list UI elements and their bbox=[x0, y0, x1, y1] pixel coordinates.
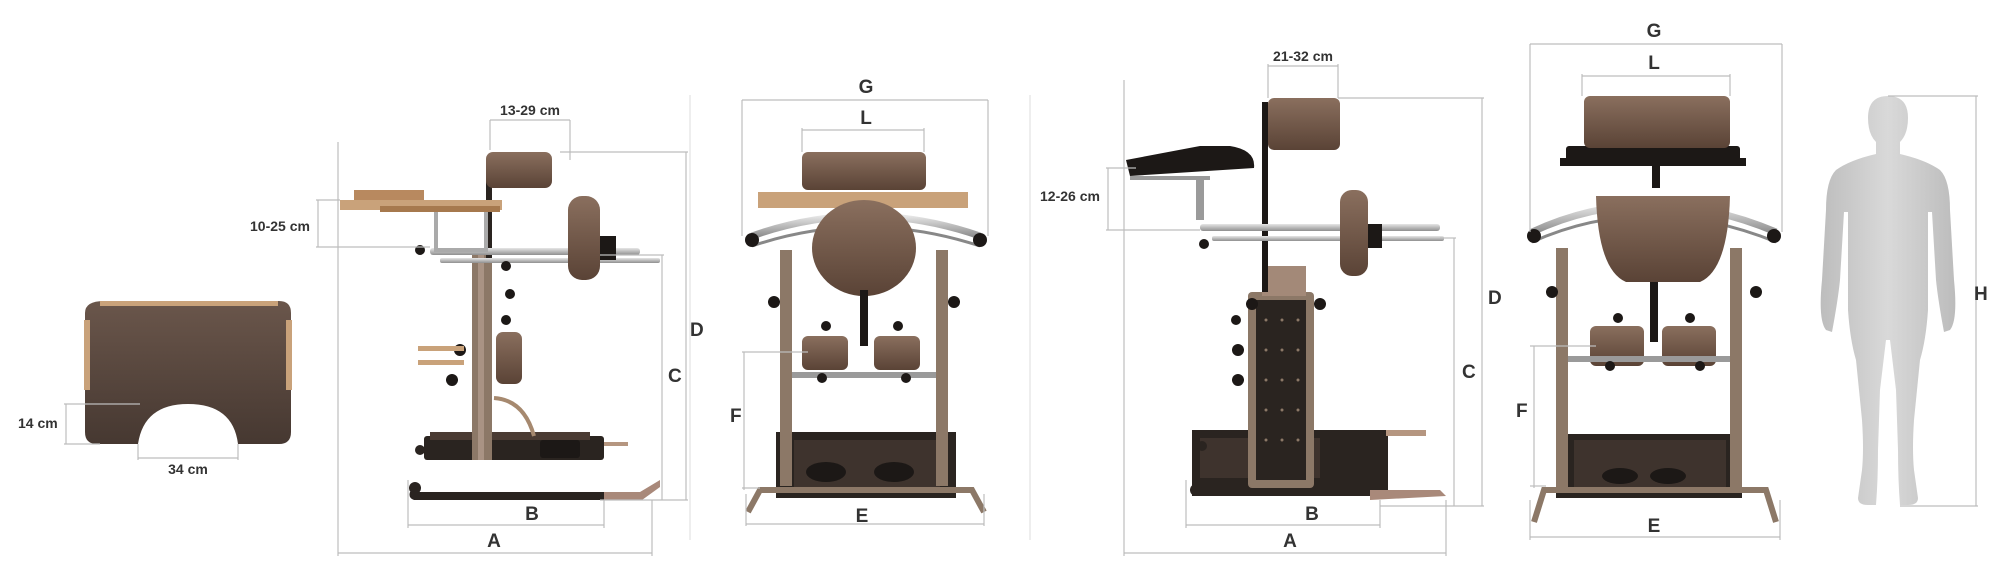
front-small-dimension-lines bbox=[741, 99, 989, 526]
dim-c-label-large: C bbox=[1462, 362, 1476, 383]
tray-rim-top bbox=[100, 301, 278, 306]
tray-detail bbox=[64, 301, 292, 460]
side-large-dimension-lines bbox=[1106, 64, 1484, 556]
dim-b-label-small: B bbox=[525, 504, 539, 525]
tray-bracket bbox=[434, 208, 488, 252]
chrome-bar bbox=[440, 258, 660, 263]
side-view-small bbox=[316, 119, 688, 556]
adjust-knobs bbox=[1199, 239, 1326, 386]
adjust-knobs bbox=[415, 245, 515, 386]
back-pad bbox=[1340, 190, 1368, 276]
dim-a-label-large: A bbox=[1283, 531, 1297, 552]
base-top bbox=[430, 432, 590, 440]
dim-c-label-small: C bbox=[668, 366, 682, 387]
tray-dimension-lines bbox=[64, 403, 239, 460]
front-tray bbox=[758, 192, 968, 208]
side-small-dimension-lines bbox=[316, 119, 688, 556]
gas-spring bbox=[493, 396, 536, 437]
dim-d-label-large: D bbox=[1488, 288, 1502, 309]
tray-depth-cutout-label: 14 cm bbox=[18, 415, 58, 431]
headrest-pad bbox=[486, 152, 552, 188]
tray-top-view bbox=[85, 301, 291, 444]
knee-pad-left bbox=[802, 336, 848, 370]
headrest-range-label-large: 21-32 cm bbox=[1273, 48, 1333, 64]
rear-bar bbox=[604, 442, 628, 446]
dim-a-label-small: A bbox=[487, 531, 501, 552]
tray-height-range-label-large: 12-26 cm bbox=[1040, 188, 1100, 204]
wheel bbox=[409, 482, 421, 494]
chrome-bar bbox=[1200, 224, 1440, 231]
adjust-knobs bbox=[1527, 229, 1781, 371]
dim-b-label-large: B bbox=[1305, 504, 1319, 525]
front-view-small bbox=[741, 99, 989, 526]
knee-pad-right bbox=[874, 336, 920, 370]
back-pad bbox=[812, 200, 916, 296]
clamp bbox=[600, 236, 616, 260]
right-column bbox=[1730, 248, 1742, 488]
wheel bbox=[415, 445, 425, 455]
base-legs bbox=[1531, 487, 1779, 523]
dim-l-label-large: L bbox=[1648, 53, 1660, 74]
dim-l-label-small: L bbox=[860, 108, 872, 129]
foot-bars bbox=[418, 346, 464, 365]
dim-g-label-small: G bbox=[858, 77, 874, 98]
dim-e-label-large: E bbox=[1647, 516, 1661, 537]
column-holes bbox=[1264, 318, 1300, 442]
rear-leg bbox=[604, 480, 660, 500]
section-separators bbox=[689, 95, 1031, 540]
headrest-pad bbox=[1268, 98, 1340, 150]
base-legs bbox=[745, 487, 987, 514]
headrest-pad bbox=[802, 152, 926, 190]
dim-e-label-small: E bbox=[855, 506, 869, 527]
rear-leg bbox=[1370, 490, 1446, 500]
base-skirt bbox=[409, 492, 604, 500]
dim-g-label-large: G bbox=[1646, 21, 1662, 42]
rear-post bbox=[1262, 102, 1268, 292]
front-large-dimension-lines bbox=[1529, 43, 1783, 540]
dim-h-label: H bbox=[1974, 284, 1988, 305]
foot-plates bbox=[540, 440, 580, 458]
dim-d-label-small: D bbox=[690, 320, 704, 341]
left-column bbox=[1556, 248, 1568, 488]
dim-f-label-small: F bbox=[730, 406, 742, 427]
tray-height-range-label-small: 10-25 cm bbox=[250, 218, 310, 234]
front-view-large bbox=[1527, 43, 1783, 540]
tray-width-cutout-label: 34 cm bbox=[168, 461, 208, 477]
tray-rim-right bbox=[286, 320, 292, 390]
side-view-large bbox=[1106, 64, 1484, 556]
human-dimension-lines bbox=[1888, 95, 1978, 507]
adjust-knobs bbox=[745, 233, 987, 383]
headrest-pad bbox=[1584, 96, 1730, 148]
chrome-bar bbox=[1212, 236, 1444, 241]
dim-f-label-large: F bbox=[1516, 401, 1528, 422]
side-tray bbox=[340, 200, 502, 210]
left-column bbox=[780, 250, 792, 486]
back-pad bbox=[1596, 196, 1730, 282]
human-figure bbox=[1820, 96, 1956, 505]
side-tray bbox=[1126, 146, 1255, 176]
human-silhouette bbox=[1820, 95, 1978, 507]
right-column bbox=[936, 250, 948, 486]
tray-rim-left bbox=[84, 320, 90, 390]
knee-pad bbox=[496, 332, 522, 384]
back-pad bbox=[568, 196, 600, 280]
headrest-range-label-small: 13-29 cm bbox=[500, 102, 560, 118]
